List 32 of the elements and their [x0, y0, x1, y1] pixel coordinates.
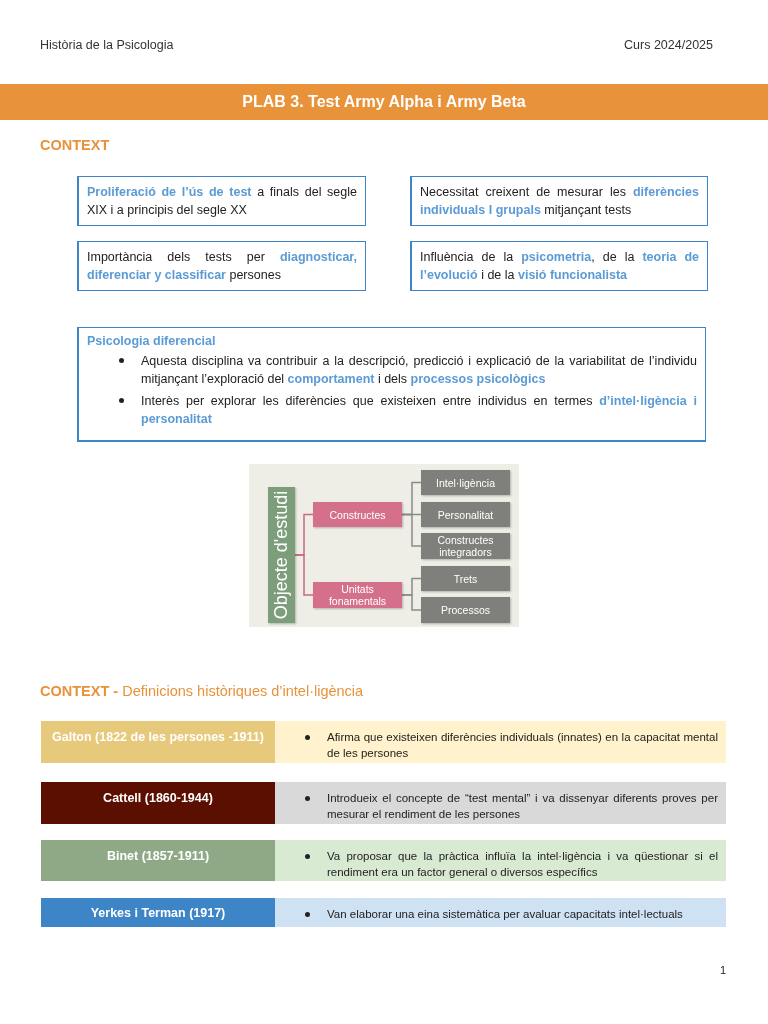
description-text: Afirma que existeixen diferències individuals (innates) en la capacitat mental de les persones — [327, 730, 718, 761]
name-cell: Cattell (1860-1944) — [41, 782, 275, 824]
info-panel — [77, 327, 706, 442]
category-box: Personalitat — [421, 502, 510, 527]
header-text: Curs 2024/2025 — [624, 38, 713, 52]
category-box: Intel·ligència — [421, 470, 510, 495]
category-box: Constructes integradors — [421, 533, 510, 559]
name-cell: Galton (1822 de les persones -1911) — [41, 721, 275, 763]
category-box: Processos — [421, 597, 510, 623]
info-box: Influència de la psicometria, de la teoria de l’evolució i de la visió funcionalista — [410, 241, 708, 291]
category-box: Trets — [421, 566, 510, 591]
title-bar: PLAB 3. Test Army Alpha i Army Beta — [0, 84, 768, 120]
name-cell: Binet (1857-1911) — [41, 840, 275, 881]
info-box: Necessitat creixent de mesurar les diferències individuals I grupals mitjançant tests — [410, 176, 708, 226]
description-text: Van elaborar una eina sistemàtica per avaluar capacitats intel·lectuals — [327, 907, 683, 922]
page-number: 1 — [720, 964, 727, 976]
bullet-text: Interès per explorar les diferències que existeixen entre individus en termes d’intel·ligència i personalitat — [141, 393, 697, 428]
category-box: Constructes — [313, 502, 402, 527]
name-cell: Yerkes i Terman (1917) — [41, 898, 275, 927]
category-box: Objecte d'estudi — [268, 487, 295, 623]
connector-line — [294, 554, 314, 596]
info-box: Proliferació de l’ús de test a finals del segle XIX i a principis del segle XX — [77, 176, 366, 226]
section-heading: CONTEXT — [40, 137, 110, 153]
description-text: Va proposar que la pràctica influïa la intel·ligència i va qüestionar si el rendiment era un factor general o diversos específics — [327, 849, 718, 880]
section-heading: CONTEXT - Definicions històriques d’intel·ligència — [40, 683, 364, 699]
panel-heading: Psicologia diferencial — [87, 334, 217, 348]
header-text: Història de la Psicologia — [40, 38, 174, 52]
info-box: Importància dels tests per diagnosticar, diferenciar y classificar persones — [77, 241, 366, 291]
description-text: Introdueix el concepte de “test mental” i va dissenyar diferents proves per mesurar el rendiment de les persones — [327, 791, 718, 822]
connector-line — [401, 513, 422, 547]
connector-line — [401, 594, 422, 611]
category-box: Unitats fonamentals — [313, 582, 402, 608]
